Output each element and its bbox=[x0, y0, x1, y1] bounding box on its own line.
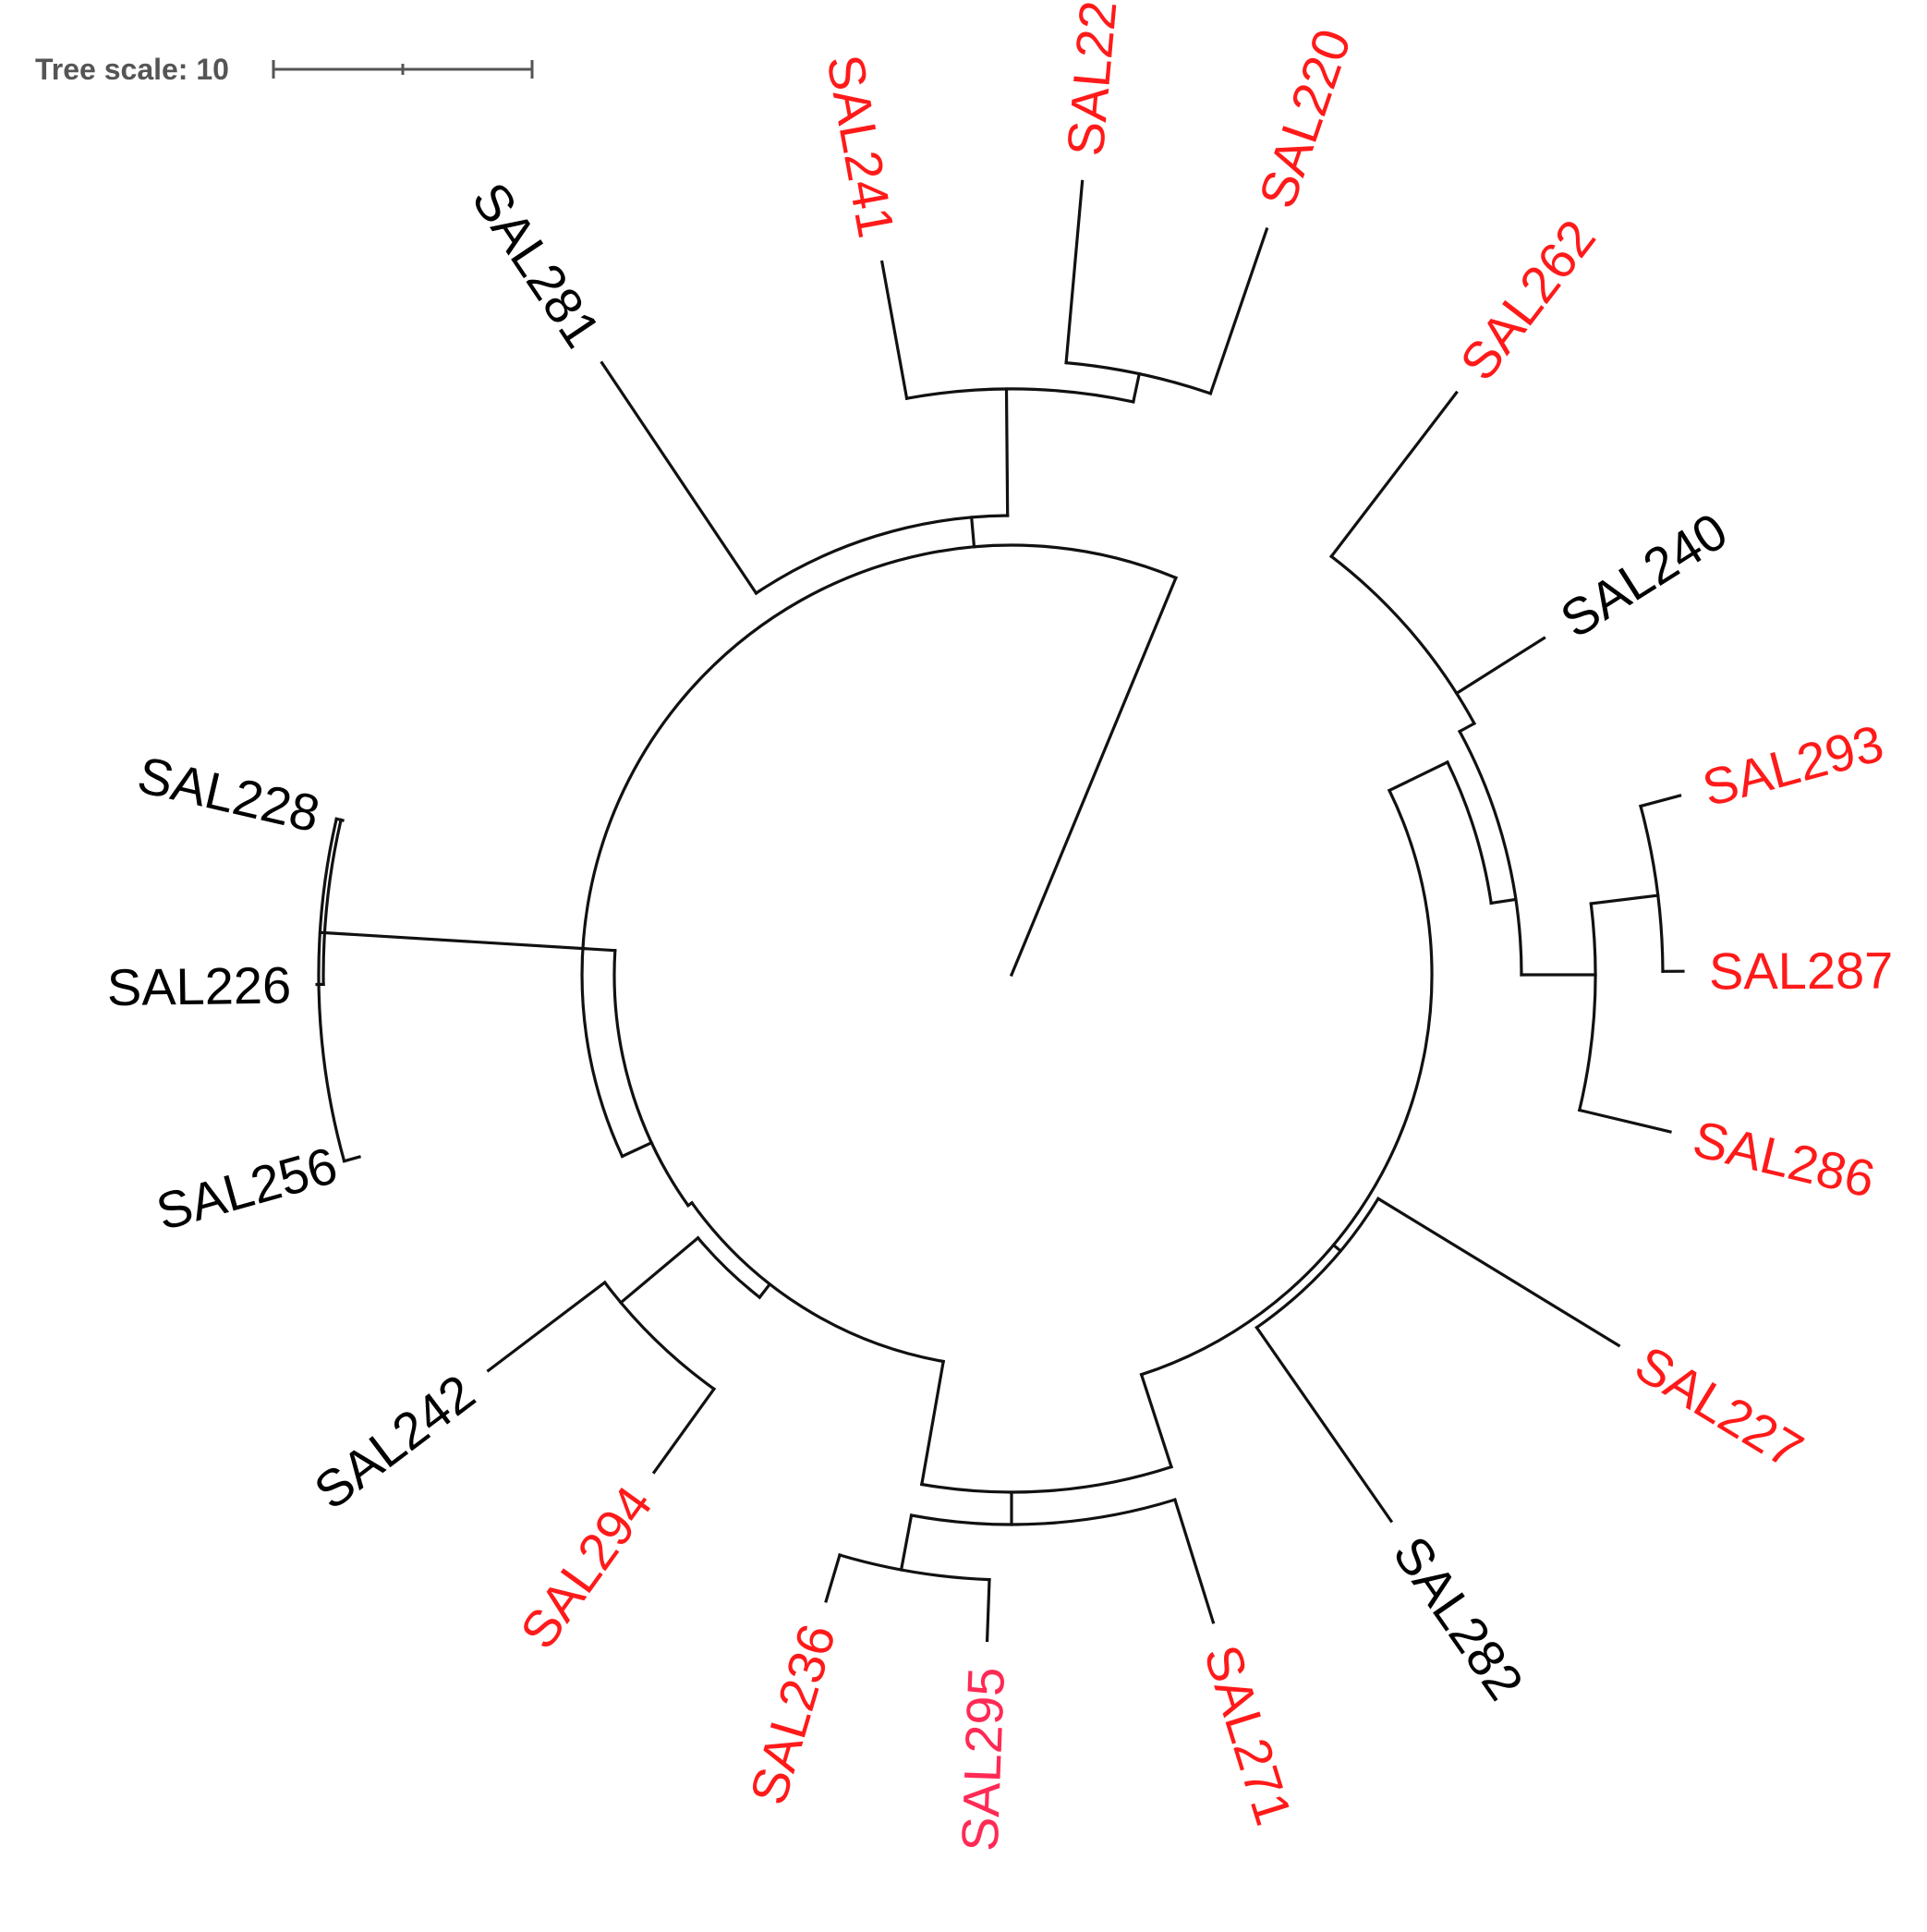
tree-branches bbox=[315, 179, 1685, 1643]
tree-branch bbox=[618, 1235, 700, 1306]
tree-branch bbox=[1639, 804, 1665, 973]
tree-branch bbox=[318, 930, 617, 953]
leaf-label-sal226: SAL226 bbox=[106, 955, 291, 1016]
tree-branch bbox=[1009, 576, 1178, 978]
tree-branch bbox=[1139, 788, 1434, 1377]
tree-branch bbox=[1172, 1498, 1216, 1624]
leaf-label-sal286: SAL286 bbox=[1688, 1109, 1880, 1208]
tree-branch bbox=[1387, 759, 1450, 793]
tree-branch bbox=[909, 1498, 1177, 1526]
tree-branch bbox=[1254, 1197, 1381, 1331]
tree-branch bbox=[879, 260, 909, 401]
leaf-label-sal227: SAL227 bbox=[1626, 1334, 1813, 1480]
leaf-label-sal240: SAL240 bbox=[1550, 501, 1737, 649]
leaf-label-sal242: SAL242 bbox=[303, 1363, 485, 1520]
leaf-label-sal293: SAL293 bbox=[1696, 713, 1889, 817]
tree-branch bbox=[1331, 1243, 1343, 1254]
leaf-label-sal241: SAL241 bbox=[816, 50, 906, 241]
tree-branch bbox=[1489, 897, 1518, 905]
tree-branch bbox=[1254, 1325, 1394, 1524]
tree-branch bbox=[1589, 893, 1660, 905]
tree-branch bbox=[1454, 636, 1546, 696]
tree-branch bbox=[1577, 902, 1597, 1112]
tree-branch bbox=[754, 514, 1010, 596]
tree-branch bbox=[1064, 360, 1213, 395]
tree-branch bbox=[1139, 1372, 1174, 1469]
leaf-label-sal256: SAL256 bbox=[151, 1136, 344, 1241]
tree-branch bbox=[620, 1140, 654, 1159]
tree-branch bbox=[1457, 729, 1523, 977]
tree-branch bbox=[1328, 553, 1477, 726]
tree-branch bbox=[1328, 390, 1459, 559]
tree-branch bbox=[1376, 1197, 1621, 1348]
leaf-label-sal281: SAL281 bbox=[461, 172, 612, 358]
tree-branch bbox=[1577, 1108, 1672, 1134]
tree-branch bbox=[1208, 226, 1269, 395]
tree-branch bbox=[602, 1280, 717, 1391]
tree-branch bbox=[600, 360, 758, 596]
tree-branch bbox=[985, 1577, 991, 1643]
tree-branch bbox=[317, 817, 346, 1163]
leaf-label-sal236: SAL236 bbox=[738, 1618, 846, 1811]
tree-branch bbox=[612, 949, 691, 1208]
leaf-label-sal228: SAL228 bbox=[132, 745, 324, 843]
tree-scale-label: Tree scale: 10 bbox=[35, 53, 229, 86]
leaf-label-sal287: SAL287 bbox=[1709, 941, 1894, 1000]
tree-branch bbox=[838, 1553, 991, 1582]
tree-branch bbox=[486, 1280, 607, 1373]
tree-branch bbox=[899, 1513, 914, 1572]
tree-branch bbox=[651, 1387, 717, 1475]
tree-branch bbox=[342, 1155, 361, 1163]
leaf-label-sal271: SAL271 bbox=[1194, 1638, 1303, 1831]
tree-branch bbox=[919, 1359, 946, 1487]
leaf-label-sal262: SAL262 bbox=[1448, 209, 1606, 391]
tree-scale: Tree scale: 10 bbox=[35, 53, 534, 86]
tree-branch bbox=[1445, 759, 1494, 905]
tree-branch bbox=[696, 1235, 762, 1300]
tree-branch bbox=[1131, 371, 1142, 404]
leaf-label-sal294: SAL294 bbox=[509, 1476, 663, 1659]
tree-branch bbox=[1457, 721, 1477, 734]
tree-branch bbox=[321, 818, 344, 987]
tree-branch bbox=[580, 543, 1178, 1159]
tree-branch bbox=[919, 1464, 1174, 1494]
tree-branch bbox=[757, 1282, 772, 1300]
tree-branch bbox=[969, 516, 976, 549]
leaf-label-sal282: SAL282 bbox=[1382, 1525, 1534, 1710]
tree-branch bbox=[904, 387, 1135, 404]
leaf-label-sal222: SAL222 bbox=[1056, 0, 1130, 158]
leaf-label-sal295: SAL295 bbox=[951, 1666, 1015, 1852]
tree-branch bbox=[1639, 794, 1682, 808]
tree-branch bbox=[1064, 179, 1085, 365]
tree-branch bbox=[689, 1200, 946, 1364]
tree-branch bbox=[824, 1553, 842, 1603]
leaf-label-sal220: SAL220 bbox=[1247, 22, 1362, 215]
tree-branch bbox=[1004, 387, 1010, 517]
